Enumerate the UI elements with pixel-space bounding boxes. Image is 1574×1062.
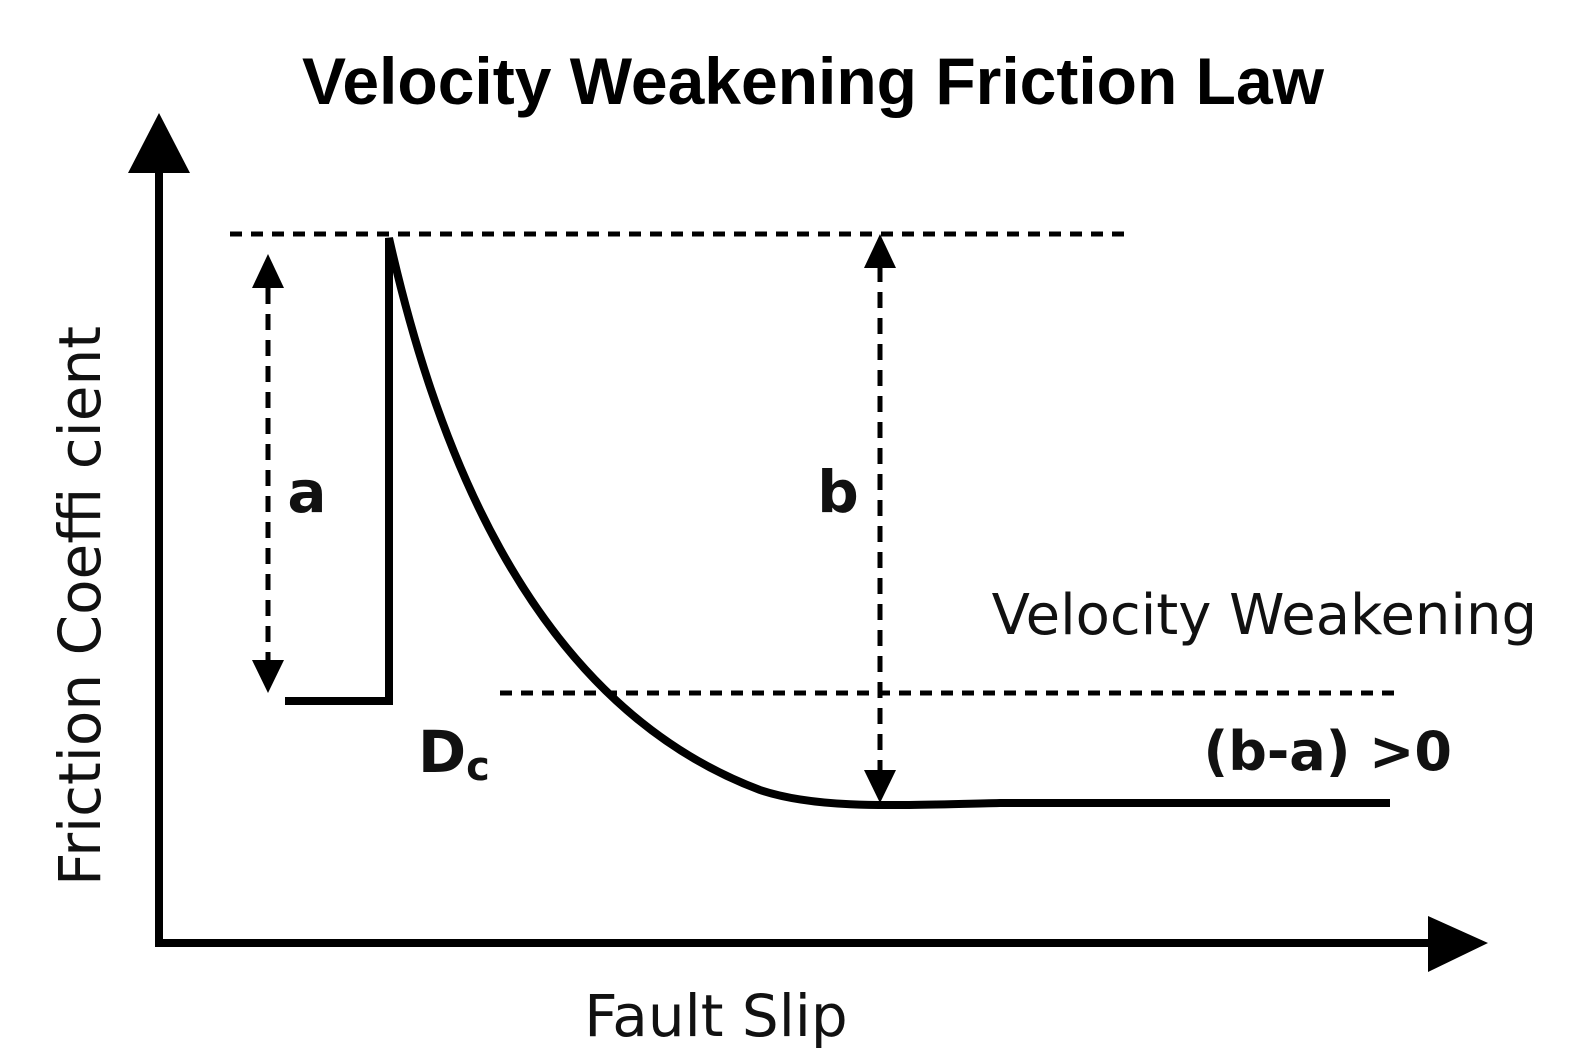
dc-main-text: D [418,718,466,786]
a-arrowhead-top [252,254,284,288]
dc-parameter-label: Dc [418,718,490,790]
y-axis-label: Friction Coeffi cient [46,326,114,886]
regime-name-label: Velocity Weakening [992,583,1537,648]
b-arrowhead-top [864,234,896,268]
a-arrowhead-bottom [252,660,284,693]
x-axis-arrowhead [1428,916,1488,972]
y-axis-arrowhead [128,113,190,173]
a-parameter-label: a [287,458,326,526]
x-axis-label: Fault Slip [584,982,848,1050]
dc-subscript-text: c [466,744,490,790]
regime-condition-label: (b-a) >0 [1204,720,1452,783]
b-arrowhead-bottom [864,770,896,803]
diagram-title: Velocity Weakening Friction Law [302,44,1325,118]
b-parameter-label: b [817,458,859,526]
friction-curve [285,237,1390,810]
